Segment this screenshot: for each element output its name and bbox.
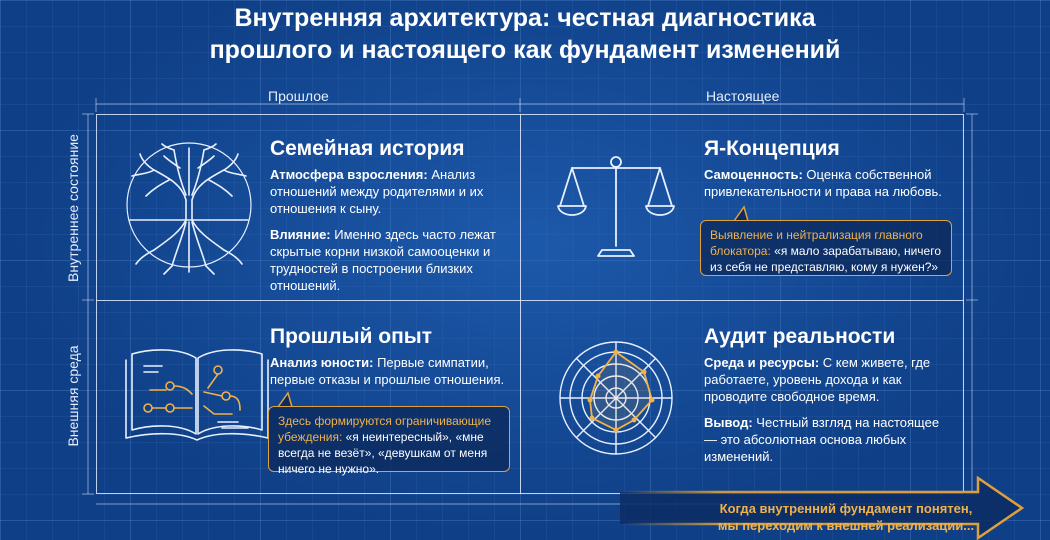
experience-p1-text: Первые симпатии, первые отказы и прошлые…: [270, 355, 505, 387]
scales-icon: [557, 156, 675, 257]
page-title: Внутренняя архитектура: честная диагност…: [0, 2, 1050, 66]
quadrant-self-heading: Я-Концепция: [704, 137, 840, 160]
experience-callout: Здесь формируются ограничивающие убежден…: [268, 406, 510, 476]
self-callout-highlight: Выявление и нейтрализация главного блока…: [710, 228, 923, 258]
callout-pointer: [277, 391, 293, 408]
quadrant-family-paragraph-2: Влияние: Именно здесь часто лежат скрыты…: [270, 226, 510, 294]
family-p2-text: Именно здесь часто лежат скрытые корни н…: [270, 227, 496, 293]
horizontal-divider: [96, 300, 964, 301]
footer-line-2: мы переходим к внешней реализации...: [717, 518, 975, 533]
family-p2-label: Влияние:: [270, 227, 331, 242]
experience-callout-text: «я неинтересный», «мне всегда не везёт»,…: [278, 430, 488, 476]
audit-p1-label: Среда и ресурсы:: [704, 355, 820, 370]
quadrant-audit-paragraph-2: Вывод: Честный взгляд на настоящее — это…: [704, 414, 954, 465]
quadrant-family-paragraph-1: Атмосфера взросления: Анализ отношений м…: [270, 166, 510, 217]
audit-p2-text: Честный взгляд на настоящее — это абсолю…: [704, 415, 940, 464]
quadrant-family-heading: Семейная история: [270, 137, 465, 160]
quadrant-self-paragraph-1: Самоценность: Оценка собственной привлек…: [704, 166, 954, 200]
vertical-divider: [520, 114, 521, 494]
quadrant-frame: [96, 114, 964, 494]
self-callout: Выявление и нейтрализация главного блока…: [700, 220, 952, 276]
family-p1-label: Атмосфера взросления:: [270, 167, 428, 182]
self-p1-text: Оценка собственной привлекательности и п…: [704, 167, 942, 199]
column-label-present: Настоящее: [706, 88, 780, 104]
callout-pointer: [733, 205, 749, 222]
title-line-2: прошлого и настоящего как фундамент изме…: [209, 36, 841, 64]
row-label-outer: Внешняя среда: [65, 345, 81, 447]
experience-p1-label: Анализ юности:: [270, 355, 374, 370]
quadrant-audit-heading: Аудит реальности: [704, 325, 896, 348]
audit-p2-label: Вывод:: [704, 415, 753, 430]
self-p1-label: Самоценность:: [704, 167, 803, 182]
experience-callout-highlight: Здесь формируются ограничивающие убежден…: [278, 414, 491, 444]
family-p1-text: Анализ отношений между родителями и их о…: [270, 167, 484, 216]
quadrant-audit-paragraph-1: Среда и ресурсы: С кем живете, где работ…: [704, 354, 954, 405]
column-label-past: Прошлое: [268, 88, 329, 104]
book-icon: [125, 349, 269, 441]
audit-p1-text: С кем живете, где работаете, уровень дох…: [704, 355, 931, 404]
footer-arrow-text: Когда внутренний фундамент понятен, мы п…: [706, 500, 986, 534]
row-label-inner: Внутреннее состояние: [65, 134, 81, 282]
forward-arrow-icon: [618, 475, 1025, 540]
footer-line-1: Когда внутренний фундамент понятен,: [719, 501, 973, 516]
tree-icon: [126, 142, 252, 275]
quadrant-experience-heading: Прошлый опыт: [270, 325, 433, 348]
radar-icon: [559, 341, 673, 455]
title-line-1: Внутренняя архитектура: честная диагност…: [234, 4, 816, 32]
self-callout-text: «я мало зарабатываю, ничего из себя не п…: [710, 244, 941, 274]
quadrant-experience-paragraph-1: Анализ юности: Первые симпатии, первые о…: [270, 354, 510, 388]
